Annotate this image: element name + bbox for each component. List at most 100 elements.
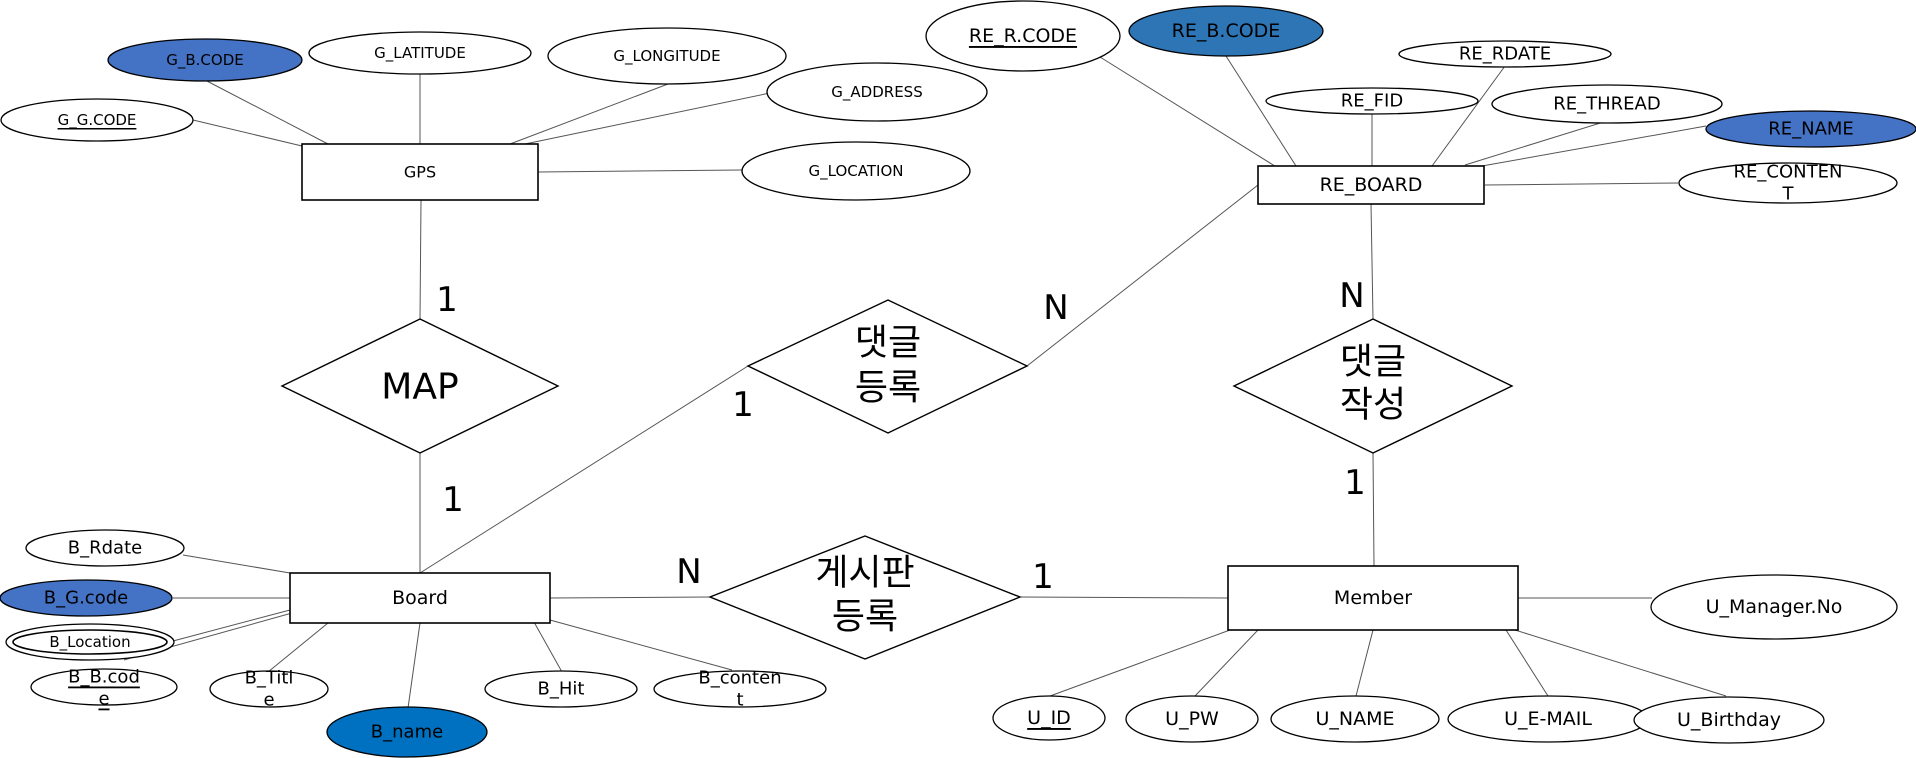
relationship-map-label: MAP <box>381 367 458 408</box>
line-gps-ggcode <box>192 119 303 147</box>
attribute-u-pw[interactable]: U_PW <box>1125 695 1259 743</box>
attribute-g-location[interactable]: G_LOCATION <box>741 141 971 201</box>
attribute-re-content[interactable]: RE_CONTEN T <box>1678 162 1898 205</box>
relationship-board-register-line2: 등록 <box>832 597 898 638</box>
attribute-u-manager-no[interactable]: U_Manager.No <box>1650 574 1898 640</box>
attribute-b-g-code[interactable]: B_G.code <box>0 579 173 617</box>
entity-gps-label: GPS <box>404 163 436 182</box>
attribute-re-r-code[interactable]: RE_R.CODE <box>925 0 1121 72</box>
attribute-b-b-code-line1: B_B.cod <box>68 667 140 688</box>
entity-board-label: Board <box>392 587 448 609</box>
attribute-re-fid-label: RE_FID <box>1341 91 1403 112</box>
relationship-map[interactable]: MAP <box>280 318 560 454</box>
attribute-b-b-code-line2: e <box>98 689 109 710</box>
attribute-g-latitude-label: G_LATITUDE <box>374 44 466 63</box>
attribute-b-location-label: B_Location <box>49 633 130 652</box>
attribute-u-birthday-label: U_Birthday <box>1677 709 1781 731</box>
line-board-board-register <box>549 596 711 599</box>
relationship-reply-register[interactable]: 댓글 등록 <box>746 299 1029 434</box>
relationship-reply-write-line2: 작성 <box>1340 385 1406 426</box>
entity-re-board[interactable]: RE_BOARD <box>1257 165 1485 205</box>
attribute-g-g-code[interactable]: G_G.CODE <box>0 98 194 142</box>
attribute-g-address[interactable]: G_ADDRESS <box>766 62 988 122</box>
attribute-b-content-line1: B_conten <box>698 668 781 689</box>
cardinality-reply-write-member: 1 <box>1344 463 1366 503</box>
attribute-re-r-code-label: RE_R.CODE <box>969 25 1077 47</box>
attribute-re-name-label: RE_NAME <box>1768 119 1854 140</box>
attribute-re-b-code[interactable]: RE_B.CODE <box>1128 5 1324 57</box>
attribute-b-rdate-label: B_Rdate <box>68 538 142 559</box>
line-board-bhit <box>533 621 563 673</box>
line-gps-map <box>419 199 422 320</box>
attribute-re-thread-label: RE_THREAD <box>1553 94 1660 115</box>
relationship-reply-write[interactable]: 댓글 작성 <box>1232 318 1514 454</box>
entity-member[interactable]: Member <box>1227 565 1519 631</box>
line-gps-glongitude <box>509 83 669 145</box>
attribute-b-title-line1: B_Titl <box>245 668 294 689</box>
attribute-b-hit[interactable]: B_Hit <box>484 670 638 708</box>
attribute-re-content-line1: RE_CONTEN <box>1734 162 1843 183</box>
attribute-b-hit-label: B_Hit <box>538 679 585 700</box>
attribute-u-name[interactable]: U_NAME <box>1270 695 1440 743</box>
entity-gps[interactable]: GPS <box>301 143 539 201</box>
attribute-b-b-code[interactable]: B_B.cod e <box>30 667 178 710</box>
line-reboard-rerdate <box>1431 65 1506 167</box>
relationship-reply-write-line1: 댓글 <box>1340 342 1406 383</box>
attribute-b-g-code-label: B_G.code <box>44 588 128 609</box>
attribute-g-g-code-label: G_G.CODE <box>58 111 137 130</box>
entity-board[interactable]: Board <box>289 572 551 624</box>
attribute-g-b-code[interactable]: G_B.CODE <box>107 38 303 82</box>
relationship-reply-register-line1: 댓글 <box>855 323 921 364</box>
attribute-re-content-line2: T <box>1782 184 1795 205</box>
attribute-re-thread[interactable]: RE_THREAD <box>1491 84 1723 124</box>
line-member-ubirthday <box>1514 629 1727 697</box>
line-reboard-rename <box>1481 125 1707 167</box>
line-board-btitle <box>267 622 329 673</box>
line-gps-gaddress <box>524 92 771 145</box>
attribute-re-name[interactable]: RE_NAME <box>1705 110 1916 148</box>
attribute-g-latitude[interactable]: G_LATITUDE <box>308 31 532 75</box>
attribute-re-b-code-label: RE_B.CODE <box>1172 20 1281 42</box>
attribute-u-email-label: U_E-MAIL <box>1504 708 1592 730</box>
line-board-blocation <box>172 609 291 642</box>
relationship-board-register[interactable]: 게시판 등록 <box>708 535 1022 660</box>
line-gps-glocation <box>537 169 743 173</box>
attribute-u-pw-label: U_PW <box>1165 708 1219 730</box>
line-reboard-rebcode <box>1225 55 1297 167</box>
attribute-re-rdate-label: RE_RDATE <box>1459 44 1551 65</box>
cardinality-board-reply-register: 1 <box>732 385 754 425</box>
attribute-b-name[interactable]: B_name <box>326 706 488 758</box>
attribute-re-fid[interactable]: RE_FID <box>1265 87 1479 115</box>
attribute-u-birthday[interactable]: U_Birthday <box>1633 696 1825 744</box>
line-member-uname <box>1355 629 1374 697</box>
cardinality-board-register-member: 1 <box>1032 557 1054 597</box>
cardinalities: 1 1 1 N N 1 N 1 <box>436 276 1366 597</box>
attribute-u-name-label: U_NAME <box>1315 708 1394 730</box>
attribute-g-b-code-label: G_B.CODE <box>166 51 244 70</box>
line-member-uemail <box>1505 629 1549 697</box>
line-board-bname <box>407 622 421 709</box>
line-reboard-rercode <box>1091 51 1279 169</box>
line-gps-gbcode <box>204 79 329 145</box>
cardinality-reply-register-reboard: N <box>1043 288 1068 328</box>
attribute-b-content[interactable]: B_conten t <box>653 668 827 711</box>
cardinality-board-board-register: N <box>676 552 701 592</box>
line-reboard-recontent <box>1484 182 1679 186</box>
line-board-reply-register <box>419 365 749 574</box>
attribute-b-location[interactable]: B_Location <box>5 623 175 661</box>
attribute-re-rdate[interactable]: RE_RDATE <box>1398 40 1612 68</box>
entity-member-label: Member <box>1334 587 1412 609</box>
attribute-u-id[interactable]: U_ID <box>992 695 1106 741</box>
connector-lines <box>123 51 1727 709</box>
attribute-g-longitude-label: G_LONGITUDE <box>613 47 720 66</box>
attribute-u-id-label: U_ID <box>1027 707 1071 729</box>
relationship-board-register-line1: 게시판 <box>815 553 914 594</box>
attribute-b-content-line2: t <box>736 690 743 711</box>
attribute-b-rdate[interactable]: B_Rdate <box>25 529 185 567</box>
line-reply-write-member <box>1372 452 1375 567</box>
attribute-b-title[interactable]: B_Titl e <box>209 668 329 711</box>
attribute-u-email[interactable]: U_E-MAIL <box>1447 695 1649 743</box>
attribute-g-longitude[interactable]: G_LONGITUDE <box>547 27 787 85</box>
line-board-brdate <box>182 554 291 574</box>
